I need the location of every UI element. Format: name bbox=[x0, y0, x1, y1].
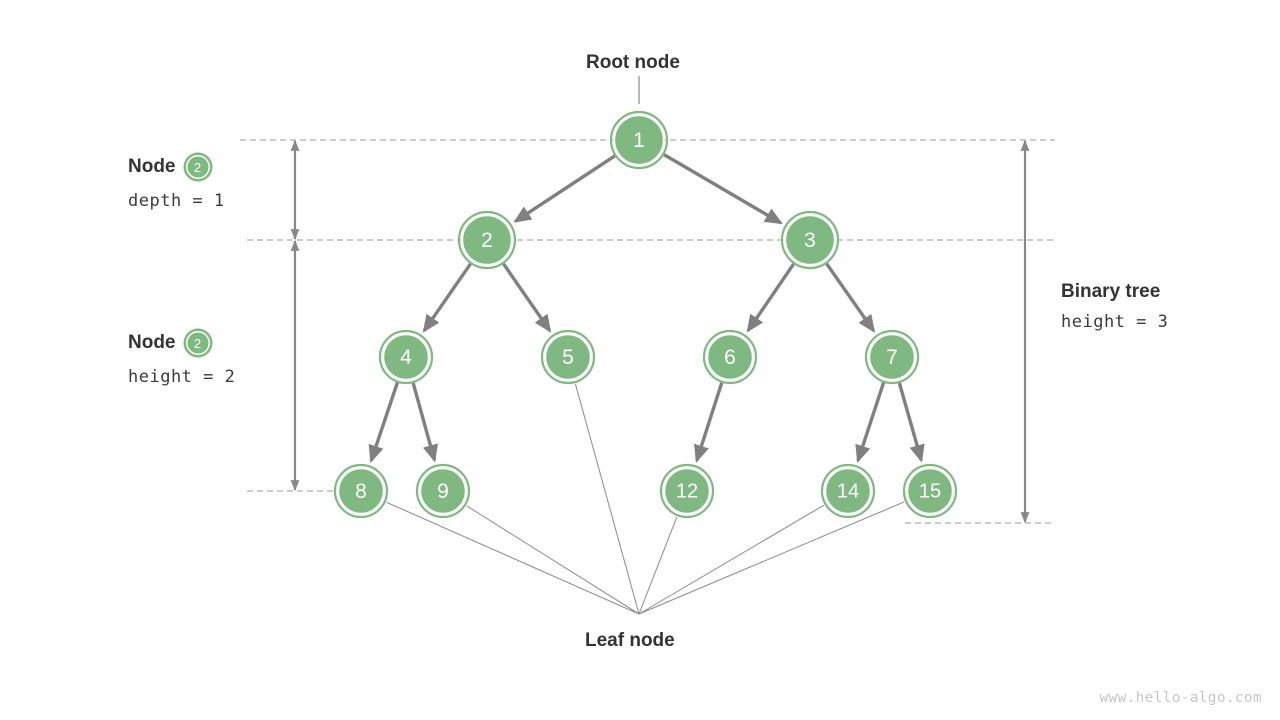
tree-edge-n7-n15 bbox=[897, 382, 925, 463]
tree-edge-n7-n14 bbox=[855, 382, 886, 463]
tree-edge-n2-n4 bbox=[422, 262, 472, 333]
node-disc bbox=[868, 333, 916, 381]
tree-edge-n1-n3 bbox=[663, 153, 783, 225]
annotation-tree-height-detail: height = 3 bbox=[1061, 312, 1169, 332]
leaf-pointer-line bbox=[638, 504, 825, 615]
leaf-pointer-lines bbox=[386, 383, 905, 615]
node-value: 2 bbox=[481, 229, 493, 252]
dashed-guide-lines bbox=[240, 139, 1055, 524]
annotation-node-depth-badge: 2 bbox=[185, 155, 210, 179]
tree-node-8[interactable]: 8 bbox=[333, 463, 389, 519]
tree-node-14[interactable]: 14 bbox=[820, 463, 876, 519]
tree-edge-n3-n7 bbox=[825, 262, 876, 333]
node-outer-ring bbox=[415, 463, 471, 519]
node-outer-ring bbox=[333, 463, 389, 519]
tree-node-15[interactable]: 15 bbox=[902, 463, 958, 519]
node-disc bbox=[824, 467, 872, 515]
node-value: 3 bbox=[804, 229, 816, 252]
node-value: 1 bbox=[633, 129, 645, 152]
node-disc bbox=[419, 467, 467, 515]
root-node-label: Root node bbox=[586, 52, 680, 73]
node-disc bbox=[613, 114, 665, 166]
tree-node-3[interactable]: 3 bbox=[780, 210, 840, 270]
tree-edge-n1-n2 bbox=[513, 154, 616, 223]
node-value: 14 bbox=[837, 481, 859, 503]
annotation-node-depth-title: Node bbox=[128, 156, 176, 177]
node-outer-ring bbox=[378, 329, 434, 385]
annotation-tree-height-title: Binary tree bbox=[1061, 281, 1161, 302]
node-value: 12 bbox=[676, 481, 698, 503]
annotation-node-height: Node 2 height = 2 bbox=[128, 331, 235, 387]
node-outer-ring bbox=[864, 329, 920, 385]
tree-node-7[interactable]: 7 bbox=[864, 329, 920, 385]
node-disc bbox=[784, 214, 836, 266]
node-value: 8 bbox=[355, 480, 367, 503]
node-outer-ring bbox=[902, 463, 958, 519]
measurement-arrows bbox=[290, 139, 1030, 524]
node-disc bbox=[544, 333, 592, 381]
tree-node-4[interactable]: 4 bbox=[378, 329, 434, 385]
tree-node-12[interactable]: 12 bbox=[659, 463, 715, 519]
annotation-node-depth-detail: depth = 1 bbox=[128, 191, 225, 211]
node-value: 6 bbox=[724, 346, 736, 369]
annotation-node-height-badge: 2 bbox=[185, 331, 210, 355]
node-outer-ring bbox=[540, 329, 596, 385]
node-outer-ring bbox=[820, 463, 876, 519]
tree-edge-n2-n5 bbox=[502, 262, 552, 333]
node-outer-ring bbox=[702, 329, 758, 385]
node-outer-ring bbox=[780, 210, 840, 270]
node-value: 15 bbox=[919, 481, 941, 503]
node-disc bbox=[706, 333, 754, 381]
node-disc bbox=[461, 214, 513, 266]
node-disc bbox=[337, 467, 385, 515]
node-outer-ring bbox=[457, 210, 517, 270]
node-value: 5 bbox=[562, 346, 574, 369]
node-disc bbox=[382, 333, 430, 381]
annotation-node-height-title: Node bbox=[128, 332, 176, 353]
leaf-node-label: Leaf node bbox=[585, 630, 675, 651]
leaf-pointer-line bbox=[638, 501, 905, 615]
node-value: 7 bbox=[886, 346, 898, 369]
annotation-node-height-detail: height = 2 bbox=[128, 367, 236, 387]
node-outer-ring bbox=[609, 110, 669, 170]
node-outer-ring bbox=[659, 463, 715, 519]
tree-edges bbox=[368, 153, 925, 464]
leaf-pointer-line bbox=[574, 383, 640, 615]
leaf-pointer-line bbox=[638, 516, 678, 615]
tree-edge-n4-n9 bbox=[411, 382, 438, 463]
node-disc bbox=[906, 467, 954, 515]
tree-node-5[interactable]: 5 bbox=[540, 329, 596, 385]
node-disc bbox=[663, 467, 711, 515]
annotation-node-depth: Node 2 depth = 1 bbox=[128, 155, 225, 211]
annotation-tree-height: Binary tree height = 3 bbox=[1061, 281, 1168, 332]
watermark: www.hello-algo.com bbox=[1099, 690, 1262, 706]
tree-edge-n6-n12 bbox=[694, 382, 724, 463]
tree-node-9[interactable]: 9 bbox=[415, 463, 471, 519]
tree-node-1[interactable]: 1 bbox=[609, 110, 669, 170]
tree-edge-n3-n6 bbox=[746, 262, 796, 333]
leaf-pointer-line bbox=[386, 501, 640, 615]
node-value: 9 bbox=[437, 480, 449, 503]
leaf-pointer-line bbox=[466, 505, 640, 615]
tree-node-2[interactable]: 2 bbox=[457, 210, 517, 270]
tree-edge-n4-n8 bbox=[368, 382, 400, 464]
node-value: 4 bbox=[400, 346, 412, 369]
tree-node-6[interactable]: 6 bbox=[702, 329, 758, 385]
